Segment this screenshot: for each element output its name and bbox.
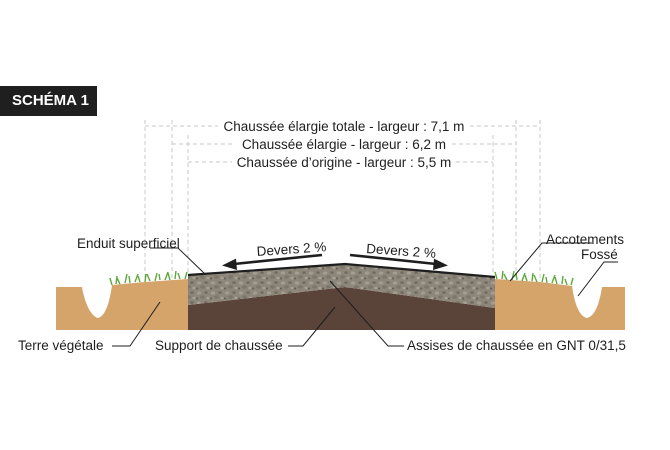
schema-badge: SCHÉMA 1 bbox=[0, 86, 97, 116]
subgrade-layer bbox=[188, 287, 495, 330]
slope-arrow-left bbox=[222, 253, 323, 270]
dim-widened-width: Chaussée élargie - largeur : 6,2 m bbox=[242, 137, 446, 152]
grass-left bbox=[109, 270, 188, 286]
label-assises-chaussee: Assises de chaussée en GNT 0/31,5 bbox=[407, 338, 626, 353]
surface-dressing-line bbox=[187, 262, 496, 279]
gravel-base-layer bbox=[188, 264, 495, 308]
grass-right bbox=[494, 270, 574, 286]
right-soil-block bbox=[495, 279, 625, 330]
dim-total-width: Chaussée élargie totale - largeur : 7,1 … bbox=[224, 119, 465, 134]
slope-label-right: Devers 2 % bbox=[366, 241, 437, 261]
leader-lines bbox=[112, 242, 618, 347]
label-enduit-superficiel: Enduit superficiel bbox=[77, 236, 180, 251]
dimension-lines bbox=[145, 125, 540, 163]
slope-arrow-right bbox=[349, 253, 448, 270]
label-support-chaussee: Support de chaussée bbox=[155, 338, 283, 353]
label-accotements: Accotements bbox=[546, 232, 624, 247]
dim-original-width: Chaussée d’origine - largeur : 5,5 m bbox=[237, 155, 452, 170]
label-fosse: Fossé bbox=[581, 247, 618, 262]
label-terre-vegetale: Terre végétale bbox=[18, 338, 104, 353]
left-soil-block bbox=[56, 279, 188, 330]
dimension-guides bbox=[144, 120, 541, 282]
slope-label-left: Devers 2 % bbox=[256, 239, 327, 259]
